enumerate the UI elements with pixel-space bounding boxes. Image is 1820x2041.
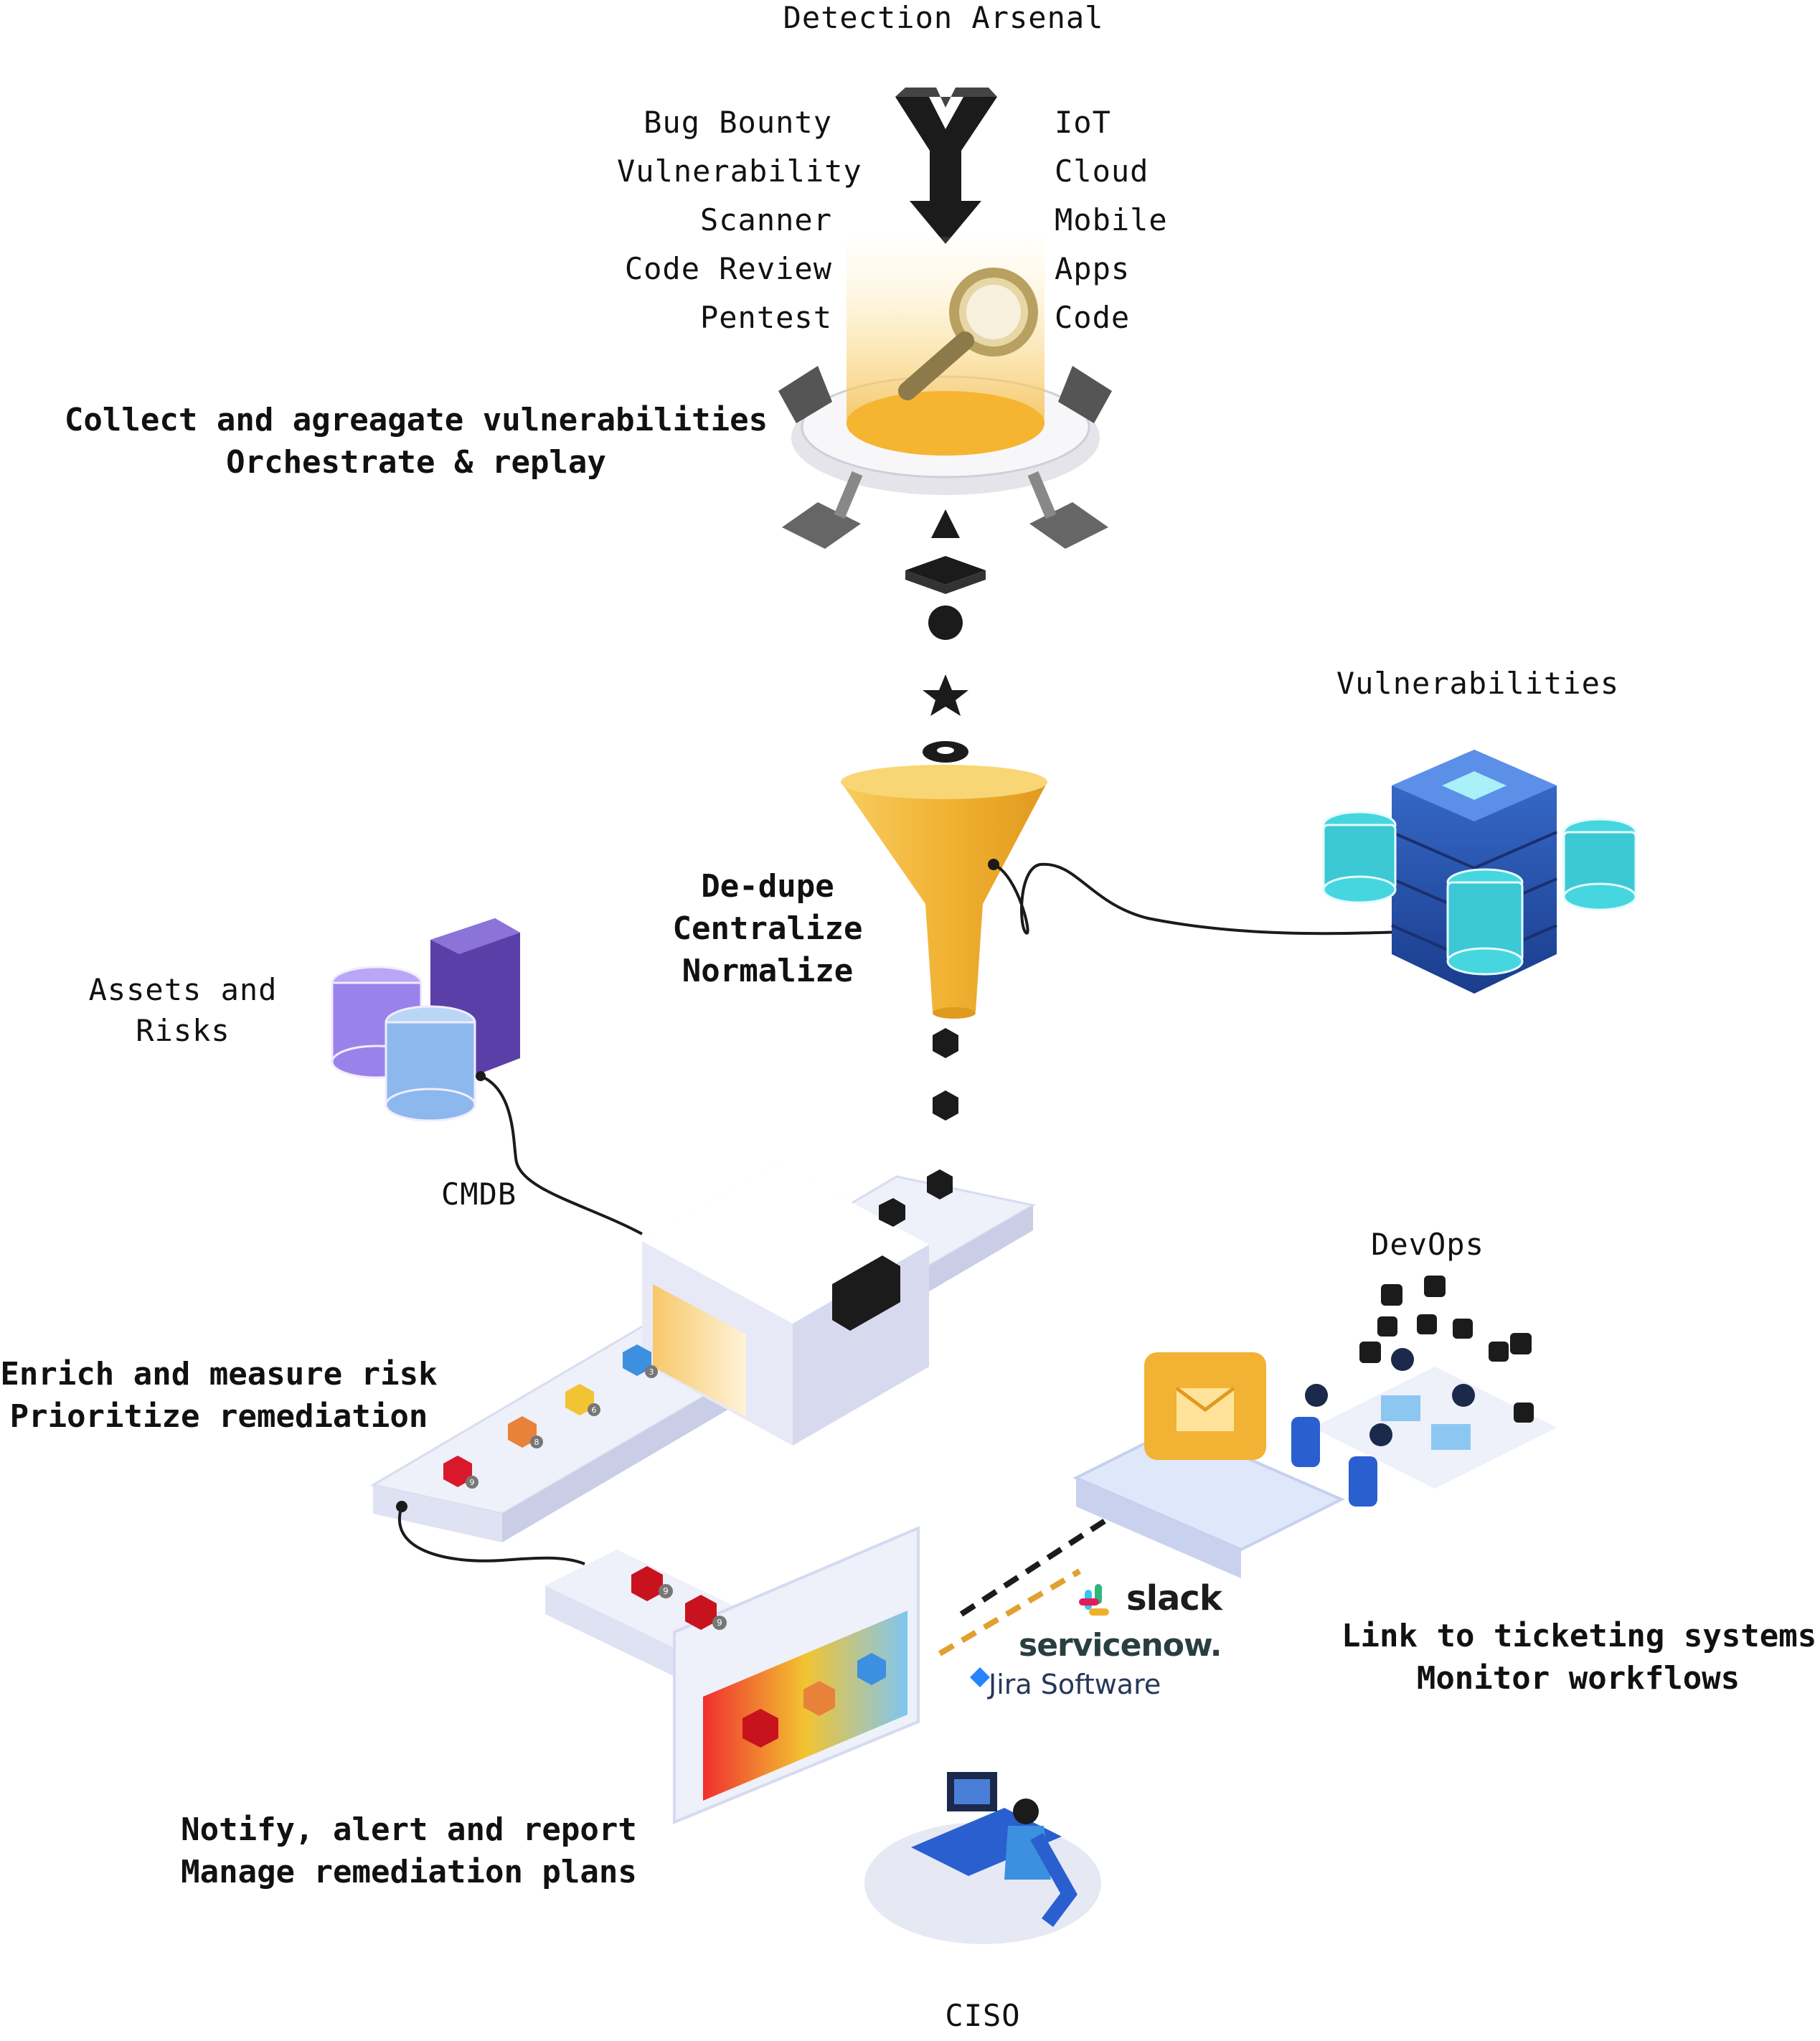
php-icon: [1424, 1276, 1446, 1297]
ticket-flow-arrows-icon: [938, 1518, 1107, 1656]
caption-line: Risks: [136, 1013, 230, 1048]
caption-line: De-dupe: [701, 868, 834, 905]
notification-tablet-icon: [1072, 1352, 1345, 1578]
collect-step-caption: Collect and agreagate vulnerabilities Or…: [57, 402, 775, 481]
tech-icons-grid: [1359, 1276, 1534, 1423]
cube-badge: 9: [717, 1618, 722, 1628]
slack-logo: slack: [1126, 1578, 1222, 1618]
bug-icon: [1514, 1403, 1534, 1423]
orange-risk-cube-icon: 8: [508, 1416, 543, 1448]
search-tool-icon: [1377, 1316, 1397, 1337]
cpp-icon: [1510, 1333, 1532, 1354]
target-item: Mobile: [1055, 202, 1168, 237]
falling-plate-icon: [905, 556, 986, 594]
red-risk-cube-icon: 9: [685, 1595, 727, 1630]
falling-star-icon: [923, 674, 968, 716]
cube-badge: 9: [663, 1586, 669, 1596]
risk-dashboard-monitor: [545, 1525, 920, 1824]
cube-badge: 8: [534, 1438, 539, 1447]
cable-conveyor-to-dashboard: [396, 1501, 585, 1565]
y-inlet-arrow-icon: [895, 88, 997, 244]
red-risk-cube-icon: 9: [631, 1566, 673, 1601]
html-icon: [1359, 1342, 1381, 1363]
cube-badge: 9: [470, 1478, 475, 1487]
enrichment-machine: [642, 1162, 929, 1446]
falling-pyramid-icon: [931, 509, 960, 538]
caption-line: Orchestrate & replay: [226, 444, 606, 481]
code-icon: [1417, 1314, 1437, 1334]
screen-flow-cubes-icon: [742, 1653, 886, 1748]
queued-cube-icon: [879, 1169, 953, 1227]
jira-logo-icon: [970, 1667, 990, 1687]
arsenal-targets-list: IoT Cloud Mobile Apps Code: [1055, 105, 1241, 335]
devops-label: DevOps: [1371, 1227, 1484, 1262]
ticketing-step-caption: Link to ticketing systems Monitor workfl…: [1342, 1618, 1817, 1697]
ciso-label: CISO: [945, 1998, 1021, 2033]
target-item: Apps: [1055, 251, 1131, 286]
jira-logo: Jira Software: [989, 1669, 1161, 1700]
cube-icon: [933, 1028, 958, 1058]
gear-icon: [1453, 1319, 1473, 1339]
source-item: Pentest: [699, 300, 832, 335]
cube-icon: [933, 1090, 958, 1121]
dedupe-step-caption: De-dupe Centralize Normalize: [646, 868, 890, 989]
target-item: Cloud: [1055, 154, 1149, 189]
braces-icon: [1489, 1342, 1509, 1362]
notify-step-caption: Notify, alert and report Manage remediat…: [158, 1811, 660, 1890]
devops-team-icon: [1291, 1348, 1557, 1507]
funnel-icon: [841, 765, 1047, 1019]
cmdb-label: CMDB: [441, 1177, 517, 1212]
target-item: Code: [1055, 300, 1131, 335]
caption-line: Normalize: [682, 953, 854, 989]
vulnerabilities-label: Vulnerabilities: [1336, 666, 1620, 701]
blue-risk-cube-icon: 3: [623, 1344, 658, 1378]
target-item: IoT: [1055, 105, 1111, 140]
caption-line: Assets and: [88, 972, 278, 1007]
magnifier-icon: [898, 268, 1038, 400]
red-risk-cube-icon: 9: [443, 1456, 478, 1489]
source-item: Code Review: [624, 251, 832, 286]
assets-label: Assets and Risks: [65, 972, 301, 1048]
enrich-step-caption: Enrich and measure risk Prioritize remed…: [0, 1356, 438, 1435]
caption-line: Prioritize remediation: [9, 1398, 428, 1435]
caption-line: Manage remediation plans: [181, 1854, 637, 1890]
caption-line: Link to ticketing systems: [1342, 1618, 1817, 1654]
caption-line: Collect and agreagate vulnerabilities: [64, 402, 768, 438]
cube-badge: 6: [592, 1405, 597, 1415]
source-item: Vulnerability: [617, 154, 862, 189]
source-item: Scanner: [699, 202, 832, 237]
assets-database-icon: [331, 918, 520, 1122]
caption-line: Notify, alert and report: [181, 1811, 637, 1848]
caption-line: Monitor workflows: [1416, 1660, 1740, 1697]
ciso-desk-icon: [864, 1772, 1101, 1944]
source-item: Bug Bounty: [643, 105, 832, 140]
slack-logo-icon: [1079, 1584, 1109, 1616]
caption-line: Enrich and measure risk: [0, 1356, 438, 1392]
cube-badge: 3: [649, 1367, 654, 1377]
cable-cmdb-to-enricher: [476, 1071, 643, 1235]
machine-screen-icon: [832, 1255, 900, 1331]
arsenal-sources-list: Bug Bounty Vulnerability Scanner Code Re…: [617, 105, 862, 335]
detection-arsenal-title: Detection Arsenal: [783, 0, 1104, 35]
yellow-risk-cube-icon: 6: [565, 1384, 600, 1416]
caption-line: Centralize: [672, 910, 863, 947]
css-icon: [1381, 1284, 1402, 1306]
servicenow-logo: servicenow.: [1019, 1627, 1222, 1664]
vulnerabilities-database-icon: [1322, 750, 1637, 994]
falling-ring-icon: [923, 741, 968, 763]
falling-sphere-icon: [928, 605, 963, 640]
